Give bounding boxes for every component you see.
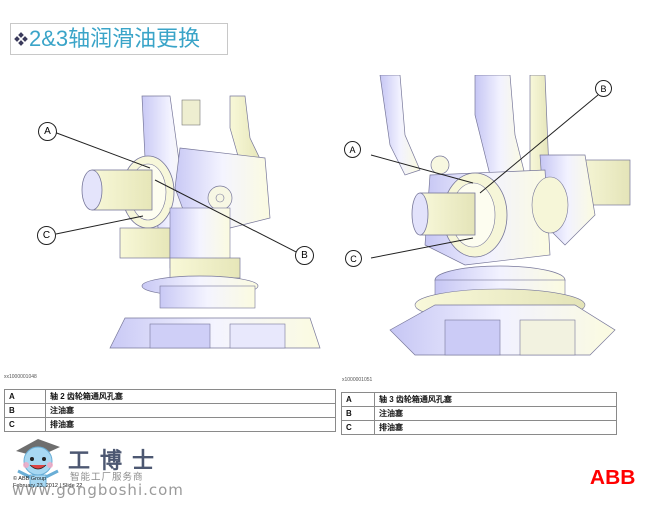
watermark-subtitle: 智能工厂服务商 — [70, 472, 144, 483]
robot-illustration-axis3 — [370, 74, 631, 356]
legend-key: C — [341, 420, 375, 435]
legend-key: A — [341, 392, 375, 407]
legend-key: B — [4, 403, 46, 418]
legend-key: A — [4, 389, 46, 404]
title-prefix: 2&3 — [29, 25, 69, 51]
callout-b: B — [595, 80, 612, 97]
table-row: A 轴 3 齿轮箱通风孔塞 — [341, 392, 617, 407]
watermark-url: www.gongboshi.com — [12, 481, 184, 499]
callout-b: B — [295, 246, 314, 265]
figure-id-axis3: x1000001051 — [342, 377, 373, 383]
legend-key: B — [341, 406, 375, 421]
slide-title: 2&3轴润滑油更换 — [29, 24, 200, 55]
legend-table-axis2: A 轴 2 齿轮箱通风孔塞 B 注油塞 C 排油塞 — [4, 389, 336, 432]
footer-copyright: © ABB Group — [13, 476, 47, 482]
legend-value: 轴 2 齿轮箱通风孔塞 — [45, 389, 336, 404]
robot-figure-axis2: A B C — [30, 88, 330, 360]
diamond-bullet-icon — [14, 32, 28, 46]
table-row: C 排油塞 — [341, 420, 617, 435]
legend-value: 注油塞 — [45, 403, 336, 418]
legend-key: C — [4, 417, 46, 432]
table-row: B 注油塞 — [4, 403, 336, 418]
abb-logo: ABB — [589, 467, 636, 489]
table-row: A 轴 2 齿轮箱通风孔塞 — [4, 389, 336, 404]
callout-a: A — [344, 141, 361, 158]
robot-figure-axis3: A B C — [344, 74, 662, 365]
table-row: B 注油塞 — [341, 406, 617, 421]
watermark-brand: 工博士 — [68, 448, 165, 474]
title-text: 轴润滑油更换 — [68, 26, 201, 52]
mascot-icon — [16, 439, 60, 487]
slide-footer: © ABB Group February 23, 2012 | Slide 22 — [13, 476, 82, 490]
robot-illustration-axis2 — [53, 95, 321, 349]
slide-title-box: 2&3轴润滑油更换 — [10, 23, 228, 55]
callout-c: C — [345, 250, 362, 267]
legend-table-axis3: A 轴 3 齿轮箱通风孔塞 B 注油塞 C 排油塞 — [341, 392, 617, 435]
legend-value: 轴 3 齿轮箱通风孔塞 — [374, 392, 617, 407]
callout-a: A — [38, 122, 57, 141]
table-row: C 排油塞 — [4, 417, 336, 432]
legend-value: 排油塞 — [45, 417, 336, 432]
callout-c: C — [37, 226, 56, 245]
figure-id-axis2: xx1000001048 — [4, 374, 37, 380]
legend-value: 注油塞 — [374, 406, 617, 421]
legend-value: 排油塞 — [374, 420, 617, 435]
footer-date-slide: February 23, 2012 | Slide 22 — [13, 483, 83, 489]
watermark: 工博士 智能工厂服务商 www.gongboshi.com — [8, 437, 183, 509]
